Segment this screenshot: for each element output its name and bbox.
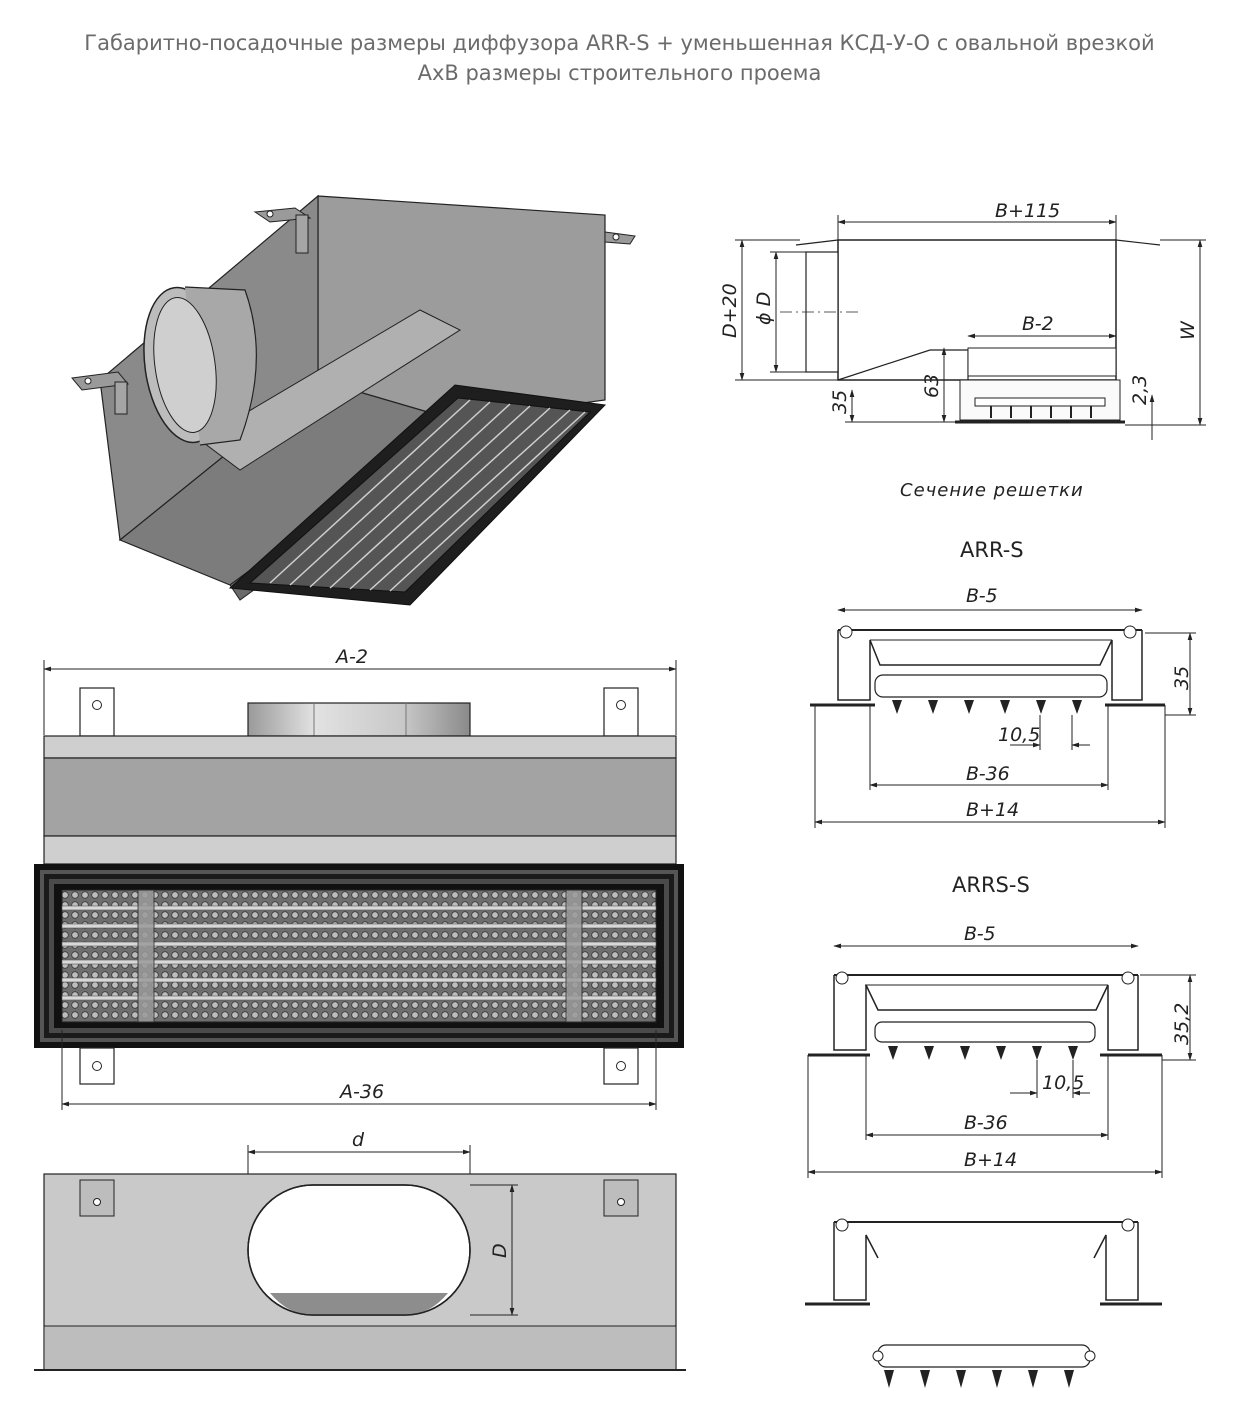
dim-63: 63 (921, 374, 943, 398)
front-view: A-2 (34, 646, 684, 1110)
page-title: Габаритно-посадочные размеры диффузора A… (0, 28, 1239, 88)
arr-s-section: ARR-S B-5 35 10,5 B-36 B+14 (810, 538, 1196, 828)
front-dim-a-minus-2: A-2 (334, 646, 368, 668)
arrs-s-dim-35-2: 35,2 (1171, 1003, 1193, 1045)
arr-s-title: ARR-S (960, 538, 1024, 562)
top-dim-big-d: D (489, 1243, 511, 1258)
section-caption: Сечение решетки (900, 480, 1084, 501)
dim-w: W (1177, 320, 1199, 340)
arr-s-dim-b-plus-14: B+14 (966, 799, 1019, 821)
arrs-s-dim-10-5: 10,5 (1042, 1072, 1084, 1094)
side-section-view: B+115 D+20 ϕ D B-2 63 35 2,3 W Сечение р… (719, 200, 1206, 501)
frame-detail (805, 1218, 1162, 1306)
arr-s-dim-35: 35 (1171, 666, 1193, 690)
title-line-1: Габаритно-посадочные размеры диффузора A… (84, 31, 1155, 55)
top-dim-d: d (352, 1129, 365, 1151)
front-dim-a-minus-36: A-36 (338, 1081, 384, 1103)
arrs-s-section: ARRS-S B-5 35,2 10,5 B-36 B+1 (807, 873, 1196, 1178)
dim-35: 35 (829, 390, 851, 414)
isometric-view (71, 194, 636, 606)
top-view: d D (34, 1129, 686, 1371)
arr-s-dim-b-minus-36: B-36 (966, 763, 1010, 785)
arrs-s-dim-b-minus-36: B-36 (964, 1112, 1008, 1134)
dim-2-3: 2,3 (1129, 375, 1151, 405)
arr-s-dim-10-5: 10,5 (998, 724, 1040, 746)
dim-b-minus-2: B-2 (1022, 313, 1054, 335)
arr-s-dim-b-minus-5: B-5 (966, 585, 998, 607)
dim-d-plus-20: D+20 (719, 283, 741, 338)
arrs-s-title: ARRS-S (952, 873, 1030, 897)
title-line-2: AxB размеры строительного проема (417, 61, 822, 85)
dim-b-plus-115: B+115 (995, 200, 1060, 222)
deflector-detail (872, 1344, 1096, 1388)
dim-diameter-d: ϕ D (753, 292, 775, 325)
arrs-s-dim-b-plus-14: B+14 (964, 1149, 1017, 1171)
arrs-s-dim-b-minus-5: B-5 (964, 923, 996, 945)
